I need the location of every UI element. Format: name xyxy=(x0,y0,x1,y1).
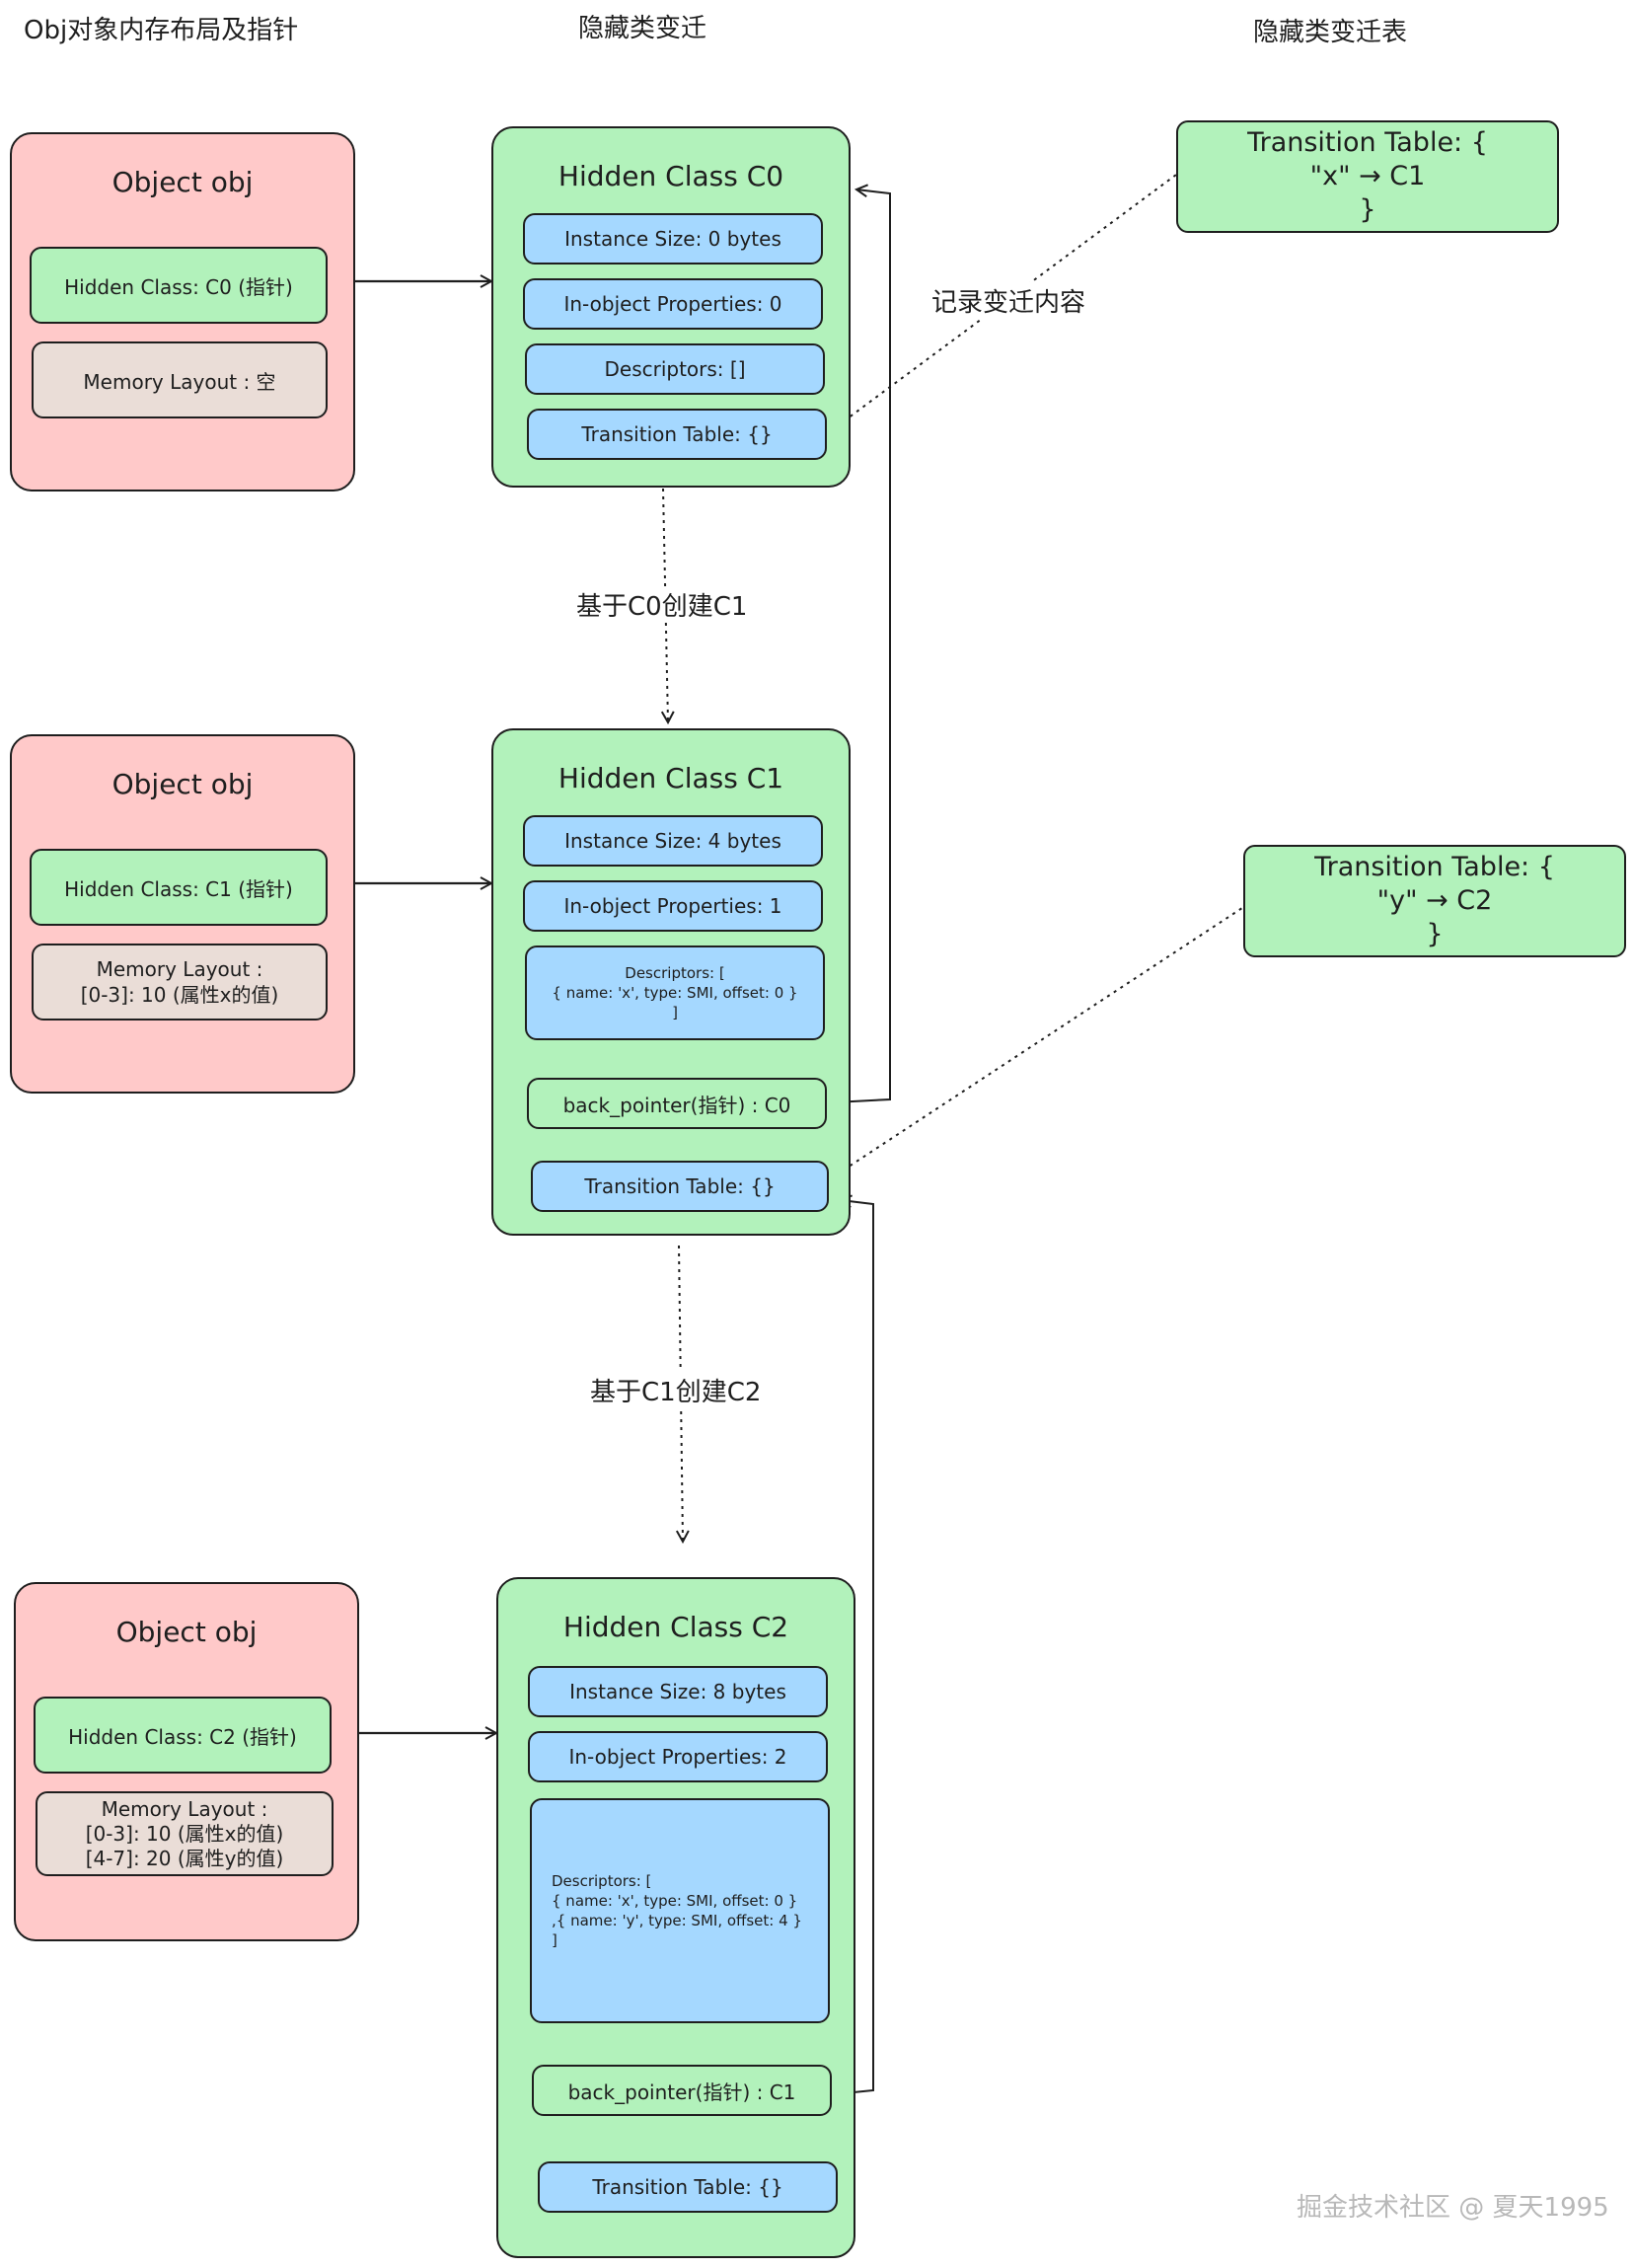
inobject-properties-field: In-object Properties: 0 xyxy=(523,278,823,330)
memory-layout-field: Memory Layout : [0-3]: 10 (属性x的值) [4-7]:… xyxy=(36,1791,334,1876)
instance-size-field: Instance Size: 4 bytes xyxy=(523,815,823,867)
header-transition-table: 隐藏类变迁表 xyxy=(1253,18,1408,47)
object-obj-1: Object obj Hidden Class: C0 (指针) Memory … xyxy=(10,132,355,491)
header-object-layout: Obj对象内存布局及指针 xyxy=(24,16,299,45)
hidden-class-title: Hidden Class C0 xyxy=(557,160,784,192)
hidden-class-c0: Hidden Class C0 Instance Size: 0 bytes I… xyxy=(491,126,851,488)
record-transition-label: 记录变迁内容 xyxy=(931,282,1086,319)
header-hidden-class-transition: 隐藏类变迁 xyxy=(578,14,707,43)
create-c2-label: 基于C1创建C2 xyxy=(590,1372,762,1408)
object-title: Object obj xyxy=(111,166,254,198)
hidden-class-c2: Hidden Class C2 Instance Size: 8 bytes I… xyxy=(496,1577,855,2258)
descriptors-field: Descriptors: [ { name: 'x', type: SMI, o… xyxy=(525,945,825,1040)
create-c1-label: 基于C0创建C1 xyxy=(576,586,748,623)
instance-size-field: Instance Size: 0 bytes xyxy=(523,213,823,265)
transition-table-c1-box: Transition Table: { "y" → C2 } xyxy=(1243,845,1626,957)
back-pointer-arrow-c0 xyxy=(833,189,891,1103)
instance-size-field: Instance Size: 8 bytes xyxy=(528,1666,828,1717)
object-title: Object obj xyxy=(115,1616,258,1648)
hidden-class-title: Hidden Class C1 xyxy=(557,762,784,794)
inobject-properties-field: In-object Properties: 1 xyxy=(523,880,823,932)
transition-link-c0 xyxy=(824,174,1177,436)
transition-table-field: Transition Table: {} xyxy=(527,409,827,460)
descriptors-field: Descriptors: [] xyxy=(525,343,825,395)
hidden-class-pointer-field: Hidden Class: C2 (指针) xyxy=(34,1697,332,1774)
hidden-class-pointer-field: Hidden Class: C1 (指针) xyxy=(30,849,328,926)
object-obj-3: Object obj Hidden Class: C2 (指针) Memory … xyxy=(14,1582,359,1941)
transition-table-c0-box: Transition Table: { "x" → C1 } xyxy=(1176,120,1559,233)
object-obj-2: Object obj Hidden Class: C1 (指针) Memory … xyxy=(10,734,355,1094)
transition-link-c1 xyxy=(836,903,1249,1175)
transition-table-field: Transition Table: {} xyxy=(538,2161,838,2213)
descriptors-field: Descriptors: [ { name: 'x', type: SMI, o… xyxy=(530,1798,830,2023)
memory-layout-field: Memory Layout : 空 xyxy=(32,341,328,418)
hidden-class-pointer-field: Hidden Class: C0 (指针) xyxy=(30,247,328,324)
watermark: 掘金技术社区 @ 夏天1995 xyxy=(1297,2193,1609,2223)
object-title: Object obj xyxy=(111,768,254,800)
inobject-properties-field: In-object Properties: 2 xyxy=(528,1731,828,1782)
back-pointer-field: back_pointer(指针) : C1 xyxy=(532,2065,832,2116)
create-arrow-c2 xyxy=(679,1245,683,1542)
transition-table-field: Transition Table: {} xyxy=(531,1161,829,1212)
hidden-class-title: Hidden Class C2 xyxy=(562,1611,789,1643)
back-pointer-field: back_pointer(指针) : C0 xyxy=(527,1078,827,1129)
memory-layout-field: Memory Layout : [0-3]: 10 (属性x的值) xyxy=(32,944,328,1021)
hidden-class-c1: Hidden Class C1 Instance Size: 4 bytes I… xyxy=(491,728,851,1236)
